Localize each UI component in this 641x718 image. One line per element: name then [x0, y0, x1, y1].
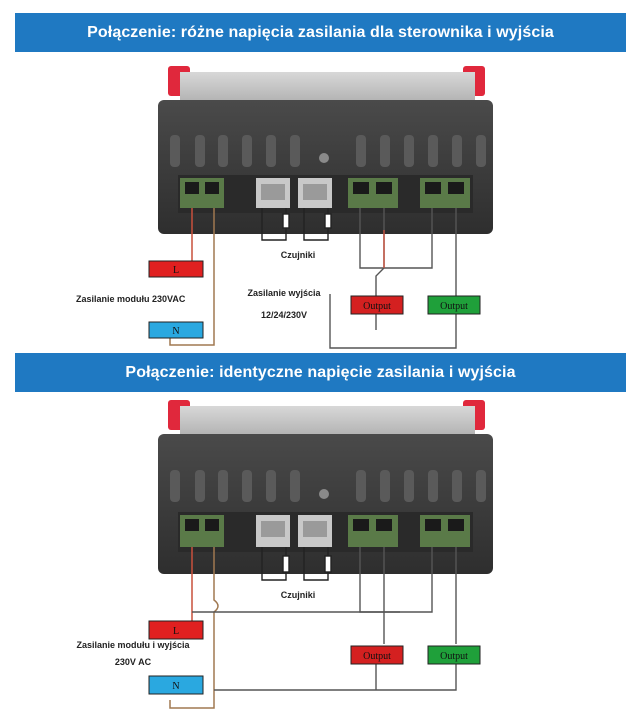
- output-2-box: Output: [427, 645, 481, 665]
- neutral-wire: [169, 547, 219, 709]
- sensor-socket-2: [298, 178, 332, 208]
- diagram-1-title: Połączenie: różne napięcia zasilania dla…: [15, 13, 626, 52]
- terminal-N-label: N: [172, 681, 179, 692]
- sensor-wires: [261, 208, 332, 241]
- output-1-label: Output: [363, 301, 391, 312]
- output-2-box: Output: [427, 295, 481, 315]
- sensor-wires: [261, 547, 332, 581]
- terminal-block-power: [180, 515, 224, 547]
- terminal-block-output-2: [420, 178, 470, 208]
- controller-device: [158, 400, 493, 574]
- output-1-box: Output: [350, 645, 404, 665]
- output-2-label: Output: [440, 301, 468, 312]
- terminal-block-output-1: [348, 178, 398, 208]
- terminal-block-output-2: [420, 515, 470, 547]
- terminal-N-label: N: [172, 326, 179, 337]
- device-body: [158, 434, 493, 574]
- sensor-socket-2: [298, 515, 332, 547]
- terminal-block-output-1: [348, 515, 398, 547]
- output-wires: [214, 547, 457, 691]
- power-label: Zasilanie modułu 230VAC: [76, 294, 186, 304]
- sensor-socket-1: [256, 178, 290, 208]
- diagram-2: L N Zasilanie modułu i wyjścia 230V AC C…: [76, 400, 493, 709]
- output-1-box: Output: [350, 295, 404, 315]
- sensor-label: Czujniki: [281, 590, 316, 600]
- sensor-label: Czujniki: [281, 250, 316, 260]
- diagram-1: L N Zasilanie modułu 230VAC Czujniki Zas…: [76, 66, 493, 349]
- output-power-label-line2: 12/24/230V: [261, 310, 307, 320]
- diagram-2-title: Połączenie: identyczne napięcie zasilani…: [15, 353, 626, 392]
- terminal-N-2: N: [148, 675, 204, 695]
- center-screw: [319, 153, 329, 163]
- vent-slots: [170, 470, 486, 502]
- terminal-L-label: L: [173, 265, 179, 276]
- terminal-N-1: N: [148, 321, 204, 339]
- neutral-wire: [169, 208, 215, 346]
- output-1-label: Output: [363, 651, 391, 662]
- output-power-label-line1: Zasilanie wyjścia: [247, 288, 321, 298]
- output-2-label: Output: [440, 651, 468, 662]
- terminal-L-1: L: [148, 260, 204, 278]
- power-label-line2: 230V AC: [115, 657, 152, 667]
- center-screw: [319, 489, 329, 499]
- sensor-socket-1: [256, 515, 290, 547]
- terminal-L-2: L: [148, 620, 204, 640]
- power-label-line1: Zasilanie modułu i wyjścia: [76, 640, 190, 650]
- terminal-L-label: L: [173, 626, 179, 637]
- controller-device: [158, 66, 493, 234]
- terminal-block-power: [180, 178, 224, 208]
- vent-slots: [170, 135, 486, 167]
